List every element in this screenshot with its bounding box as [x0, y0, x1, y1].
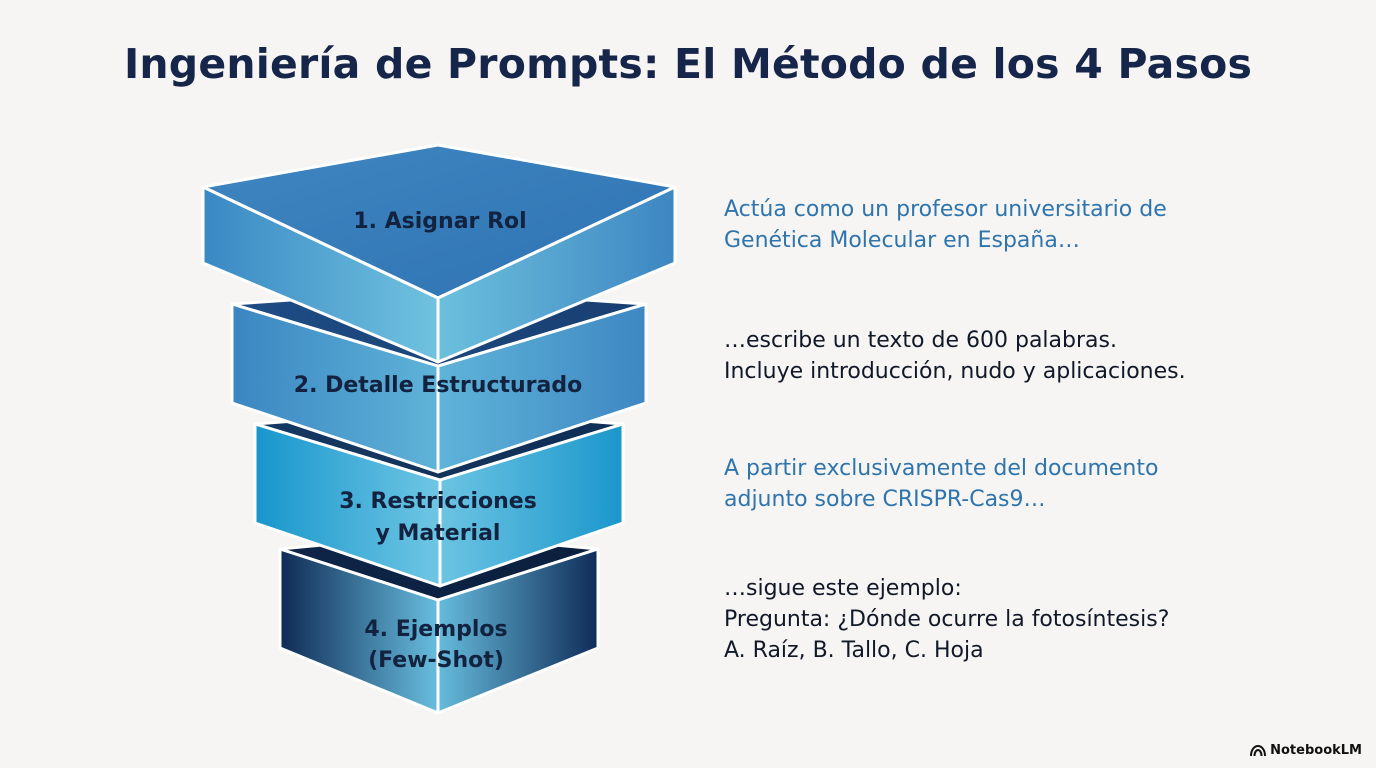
step-3-label-line-1: 3. Restricciones [339, 489, 537, 514]
funnel-step-1 [201, 143, 677, 364]
step-3-description: A partir exclusivamente del documento ad… [724, 456, 1159, 512]
step-1-description: Actúa como un profesor universitario de … [724, 197, 1167, 253]
step-1-label: 1. Asignar Rol [353, 209, 526, 234]
step-3-label-line-2: y Material [376, 521, 501, 546]
page-title: Ingeniería de Prompts: El Método de los … [123, 40, 1253, 88]
notebooklm-brand: NotebookLM [1250, 743, 1362, 758]
notebooklm-logo-icon [1250, 744, 1267, 756]
brand-name: NotebookLM [1270, 743, 1362, 758]
step-4-label-line-2: (Few-Shot) [368, 648, 504, 673]
step-4-description: …sigue este ejemplo: Pregunta: ¿Dónde oc… [724, 576, 1170, 663]
step-2-description: …escribe un texto de 600 palabras. Inclu… [724, 328, 1186, 384]
step-4-label-line-1: 4. Ejemplos [364, 617, 507, 642]
step-2-label: 2. Detalle Estructurado [294, 373, 582, 398]
